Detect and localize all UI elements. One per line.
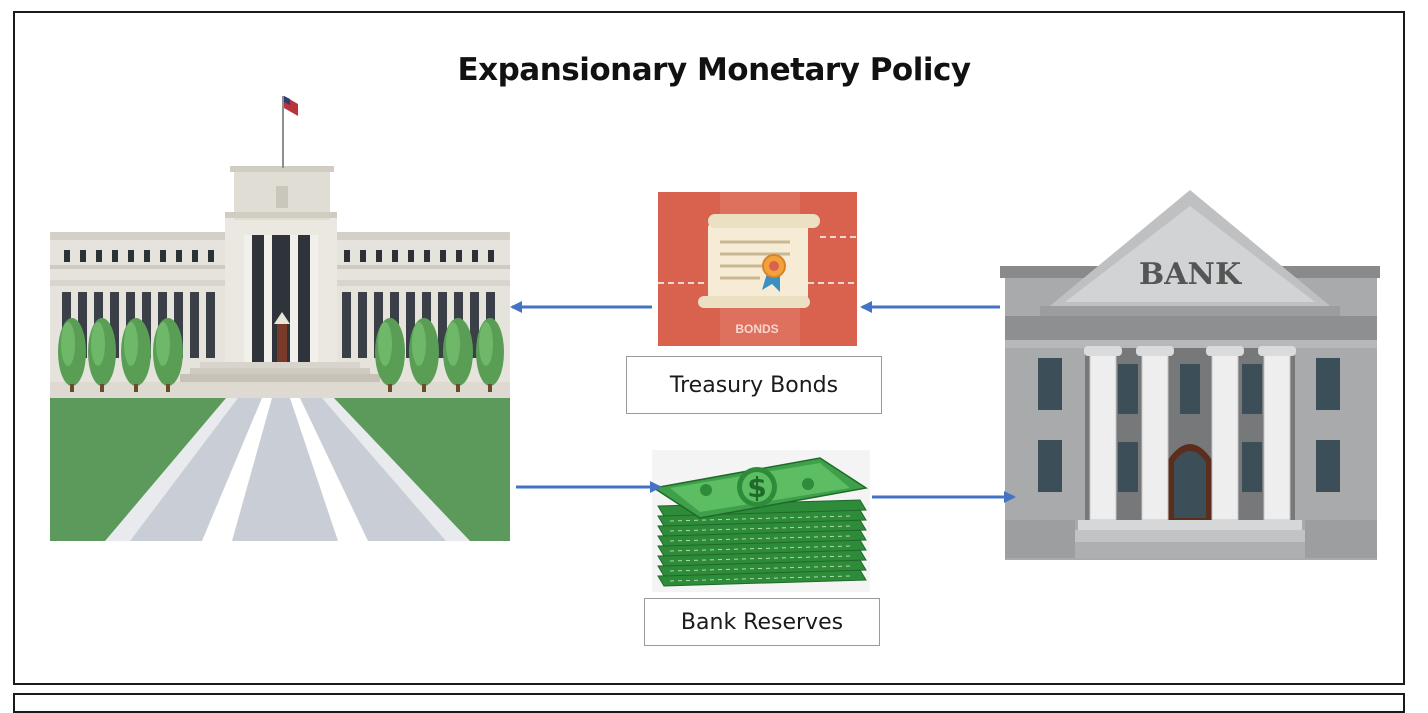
svg-text:$: $ [747, 471, 766, 504]
bank-reserves-label: Bank Reserves [644, 598, 880, 646]
treasury-bonds-label: Treasury Bonds [626, 356, 882, 414]
bonds-card-text: BONDS [735, 322, 778, 336]
money-stack-icon: $ [652, 450, 870, 592]
commercial-bank-building-icon: BANK [1000, 190, 1380, 560]
bonds-certificate-icon: BONDS [658, 192, 857, 346]
diagram-title: Expansionary Monetary Policy [457, 52, 971, 88]
federal-reserve-building-icon [50, 96, 510, 541]
flow-arrows [510, 301, 1016, 503]
bank-pediment-text: BANK [1139, 257, 1242, 292]
